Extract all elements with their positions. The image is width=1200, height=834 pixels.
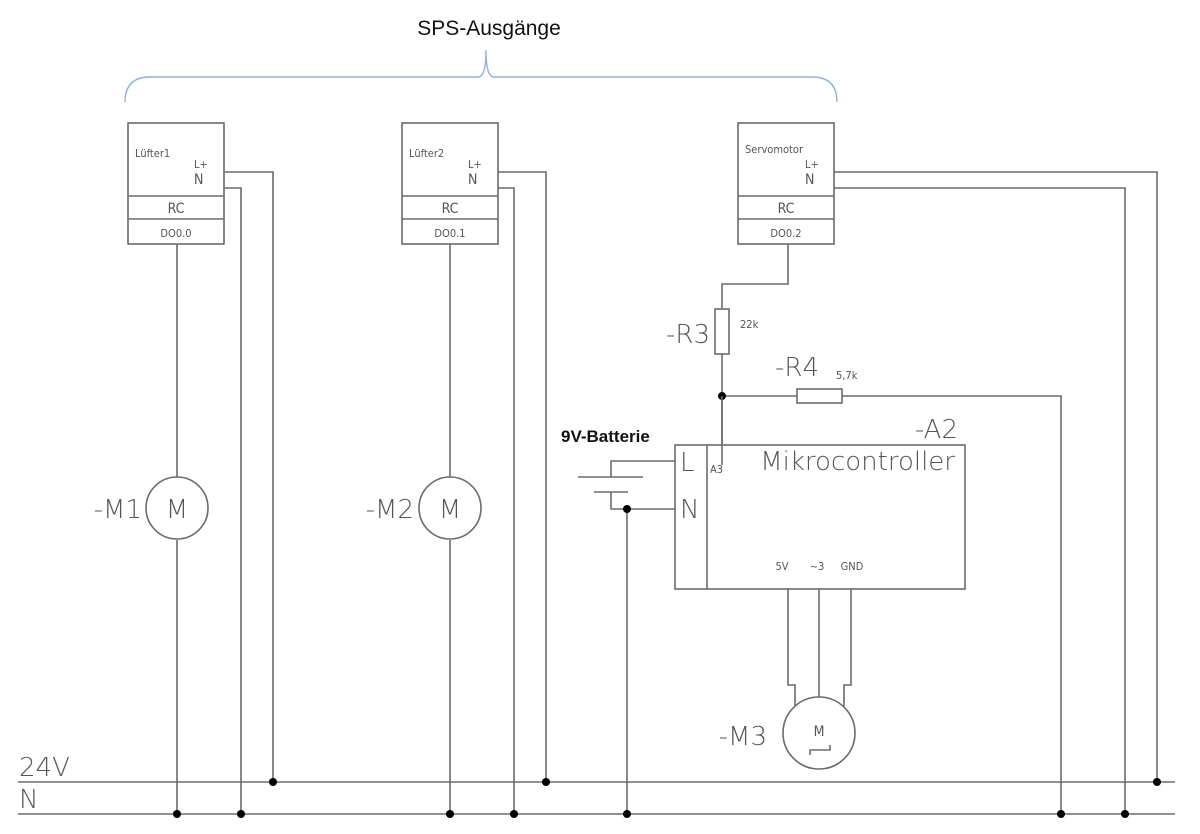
microcontroller-label: Mikrocontroller xyxy=(760,447,955,477)
motor-ref: -M1 xyxy=(94,495,142,525)
plc-module-3: Servomotor L+ N RC DO0.2 xyxy=(737,122,835,245)
resistor-r4: -R4 5,7k xyxy=(775,353,858,404)
servo-pulse-icon xyxy=(809,745,831,755)
motor-ref: -M2 xyxy=(366,495,414,525)
pin-l: L xyxy=(680,448,695,478)
resistor-r3: -R3 22k xyxy=(666,308,759,355)
module-output: DO0.0 xyxy=(160,227,191,240)
resistor-value: 5,7k xyxy=(836,369,858,382)
microcontroller-box xyxy=(674,444,966,590)
resistor-r3-body xyxy=(714,308,730,355)
pin-n: N xyxy=(194,172,203,188)
pin-5v: 5V xyxy=(775,560,788,573)
power-rails: 24V N xyxy=(18,753,1175,815)
motor-m2-circle xyxy=(418,476,482,540)
module-type: RC xyxy=(168,201,185,217)
motor-m1: M -M1 xyxy=(94,476,209,540)
battery-label: 9V-Batterie xyxy=(561,427,650,446)
motor-m2: M -M2 xyxy=(366,476,482,540)
rail-24v-label: 24V xyxy=(19,753,70,783)
pin-n: N xyxy=(680,495,699,525)
module-box xyxy=(737,122,835,245)
motor-m3-circle xyxy=(782,696,856,770)
microcontroller-a2: -A2 Mikrocontroller L N A3 5V ~3 GND xyxy=(674,396,966,590)
resistor-ref: -R3 xyxy=(666,320,710,350)
pin-l: L+ xyxy=(194,158,208,171)
rail-neutral-label: N xyxy=(19,785,38,815)
plc-module-1: Lüfter1 L+ N RC DO0.0 xyxy=(127,122,225,245)
motor-m3: M -M3 xyxy=(719,696,856,770)
module-type: RC xyxy=(442,201,459,217)
pin-n: N xyxy=(468,172,477,188)
resistor-r4-body xyxy=(796,388,843,404)
module-name: Servomotor xyxy=(745,143,804,156)
module-box xyxy=(401,122,499,245)
resistor-ref: -R4 xyxy=(775,353,819,383)
module-output: DO0.2 xyxy=(770,227,801,240)
motor-ref: -M3 xyxy=(719,722,767,752)
pin-l: L+ xyxy=(468,158,482,171)
motor-symbol: M xyxy=(439,495,461,525)
pin-l: L+ xyxy=(805,158,819,171)
pin-a3: A3 xyxy=(710,463,723,476)
microcontroller-ref: -A2 xyxy=(915,415,958,445)
resistor-value: 22k xyxy=(740,318,759,331)
plc-module-2: Lüfter2 L+ N RC DO0.1 xyxy=(401,122,499,245)
module-box xyxy=(127,122,225,245)
motor-m1-circle xyxy=(145,476,209,540)
module-output: DO0.1 xyxy=(434,227,465,240)
motor-symbol: M xyxy=(814,724,825,740)
pin-n: N xyxy=(805,172,814,188)
junction-dot xyxy=(623,505,631,513)
rail-junctions xyxy=(173,778,1161,818)
outputs-bracket xyxy=(124,49,838,103)
module-type: RC xyxy=(778,201,795,217)
pin-gnd: GND xyxy=(841,560,864,573)
pin-pwm: ~3 xyxy=(810,560,825,573)
motor-symbol: M xyxy=(166,495,188,525)
battery: 9V-Batterie xyxy=(561,427,675,814)
module-name: Lüfter1 xyxy=(135,147,170,160)
module-name: Lüfter2 xyxy=(409,147,444,160)
diagram-title: SPS-Ausgänge xyxy=(417,17,561,40)
